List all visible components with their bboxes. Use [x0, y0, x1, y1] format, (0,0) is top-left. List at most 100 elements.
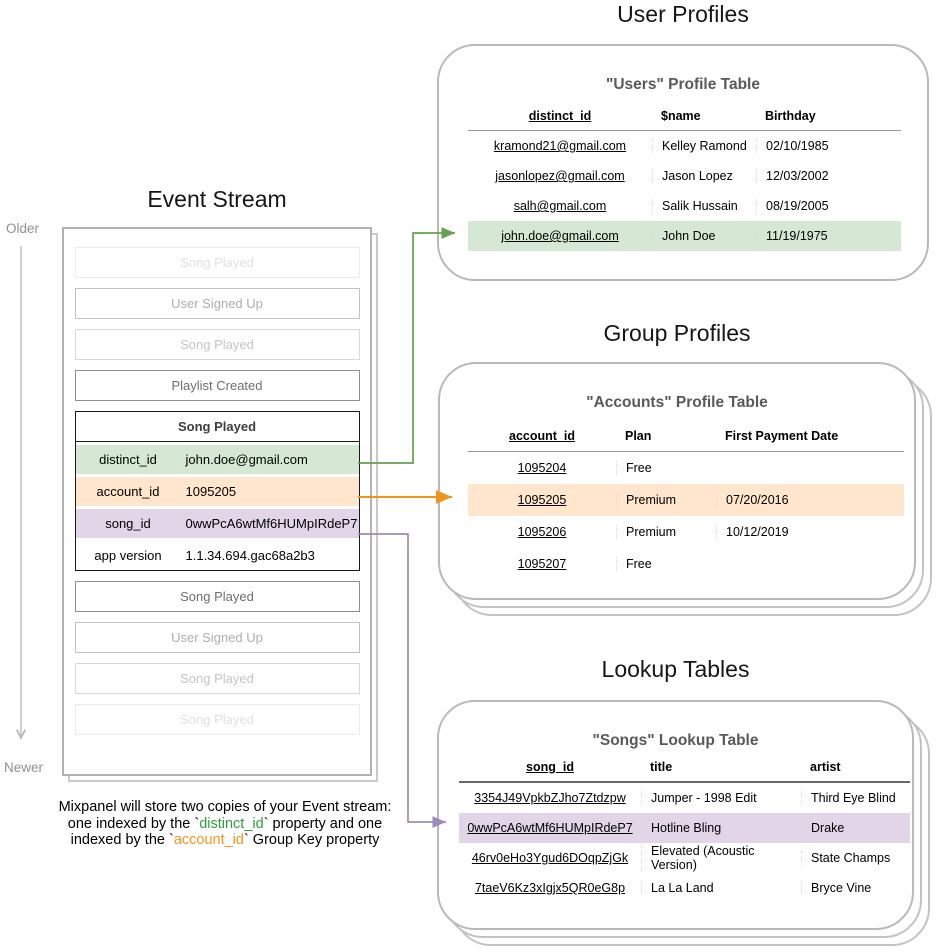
event-card: User Signed Up: [74, 622, 360, 653]
cell-artist: Bryce Vine: [801, 881, 910, 895]
property-value: 1.1.34.694.gac68a2b3: [185, 548, 315, 563]
newer-label: Newer: [4, 760, 44, 775]
users-table-title: "Users" Profile Table: [606, 76, 760, 93]
songs-table: song_id title artist 3354J49VpkbZJho7Ztd…: [459, 753, 910, 903]
property-key: distinct_id: [99, 452, 157, 467]
cell-name: John Doe: [652, 229, 756, 243]
cell-plan: Premium: [616, 525, 716, 539]
event-stream-container: Song Played User Signed Up Song Played P…: [62, 227, 372, 776]
column-header: artist: [810, 760, 841, 774]
cell-plan: Premium: [616, 493, 716, 507]
cell-name: Kelley Ramond: [652, 139, 756, 153]
table-row: kramond21@gmail.com Kelley Ramond 02/10/…: [468, 131, 901, 161]
caption-line1: Mixpanel will store two copies of your E…: [58, 799, 392, 815]
cell-name: Jason Lopez: [652, 169, 756, 183]
column-header: $name: [661, 108, 701, 123]
event-property-row-song-id: song_id 0wwPcA6wtMf6HUMpIRdeP7: [75, 506, 359, 538]
event-card-label: Song Played: [180, 255, 254, 270]
cell-title: Jumper - 1998 Edit: [641, 791, 801, 805]
lookup-tables-title: Lookup Tables: [601, 656, 750, 682]
property-value: 0wwPcA6wtMf6HUMpIRdeP7: [185, 516, 358, 531]
table-row: 1095206 Premium 10/12/2019: [468, 516, 904, 548]
older-label: Older: [6, 221, 40, 236]
cell-birthday: 08/19/2005: [756, 199, 901, 213]
cell-title: La La Land: [641, 881, 801, 895]
group-profiles-title: Group Profiles: [603, 320, 751, 346]
property-key: song_id: [105, 516, 151, 531]
cell-account-id: 1095204: [517, 461, 567, 475]
caption-text: ` property and one: [263, 815, 383, 832]
songs-panel: "Songs" Lookup Table song_id title artis…: [437, 700, 914, 930]
cell-song-id: 7taeV6Kz3xIgjx5QR0eG8p: [474, 881, 626, 895]
cell-birthday: 11/19/1975: [756, 229, 901, 243]
event-card-label: Song Played: [180, 337, 254, 352]
users-panel: "Users" Profile Table distinct_id $name …: [437, 44, 929, 281]
event-card-label: Song Played: [180, 712, 254, 727]
caption-distinct-id: distinct_id: [199, 815, 264, 832]
event-card: Song Played: [74, 329, 360, 360]
users-table: distinct_id $name Birthday kramond21@gma…: [468, 101, 901, 251]
cell-song-id: 0wwPcA6wtMf6HUMpIRdeP7: [467, 821, 633, 835]
cell-plan: Free: [616, 461, 716, 475]
event-card: Song Played: [74, 704, 360, 735]
event-detail-card: Song Played distinct_id john.doe@gmail.c…: [74, 411, 360, 571]
column-header: song_id: [526, 760, 574, 774]
cell-artist: Drake: [801, 821, 910, 835]
caption-line3: indexed by the `account_id` Group Key pr…: [71, 832, 380, 848]
column-header: account_id: [509, 428, 575, 443]
event-card-label: Song Played: [180, 671, 254, 686]
table-row: 3354J49VpkbZJho7Ztdzpw Jumper - 1998 Edi…: [459, 783, 910, 813]
cell-account-id: 1095206: [517, 525, 567, 539]
event-card: Song Played: [74, 247, 360, 278]
cell-first-payment-date: 07/20/2016: [716, 493, 904, 507]
event-property-row-account-id: account_id 1095205: [75, 474, 359, 506]
cell-distinct-id: john.doe@gmail.com: [501, 229, 619, 243]
event-card-label: User Signed Up: [171, 296, 263, 311]
event-card: Song Played: [74, 581, 360, 612]
table-row-highlighted: 1095205 Premium 07/20/2016: [468, 484, 904, 516]
column-header: Plan: [625, 428, 652, 443]
column-header: distinct_id: [528, 108, 592, 123]
table-row: jasonlopez@gmail.com Jason Lopez 12/03/2…: [468, 161, 901, 191]
cell-song-id: 46rv0eHo3Ygud6DOqpZjGk: [471, 851, 629, 865]
accounts-table: account_id Plan First Payment Date 10952…: [468, 420, 904, 580]
cell-title: Hotline Bling: [641, 821, 801, 835]
property-key: account_id: [96, 484, 160, 499]
cell-first-payment-date: 10/12/2019: [716, 525, 904, 539]
table-row: 1095207 Free: [468, 548, 904, 580]
property-value: 1095205: [185, 484, 237, 499]
event-card: User Signed Up: [74, 288, 360, 319]
column-header: title: [650, 760, 673, 774]
event-property-row-app-version: app version 1.1.34.694.gac68a2b3: [75, 538, 359, 570]
cell-distinct-id: salh@gmail.com: [513, 199, 607, 213]
caption-text: ` Group Key property: [243, 832, 380, 848]
cell-song-id: 3354J49VpkbZJho7Ztdzpw: [474, 791, 626, 805]
cell-account-id: 1095207: [517, 557, 567, 571]
caption: Mixpanel will store two copies of your E…: [30, 799, 420, 849]
cell-name: Salik Hussain: [652, 199, 756, 213]
cell-birthday: 02/10/1985: [756, 139, 901, 153]
caption-account-id: account_id: [173, 832, 244, 848]
table-row-highlighted: 0wwPcA6wtMf6HUMpIRdeP7 Hotline Bling Dra…: [459, 813, 910, 843]
table-row: salh@gmail.com Salik Hussain 08/19/2005: [468, 191, 901, 221]
caption-text: one indexed by the `: [67, 815, 200, 832]
cell-plan: Free: [616, 557, 716, 571]
event-card: Song Played: [74, 663, 360, 694]
caption-text: indexed by the `: [70, 832, 174, 848]
event-stream-title: Event Stream: [147, 186, 287, 212]
cell-birthday: 12/03/2002: [756, 169, 901, 183]
accounts-table-header: account_id Plan First Payment Date: [468, 420, 904, 452]
accounts-panel: "Accounts" Profile Table account_id Plan…: [438, 362, 916, 600]
users-table-header: distinct_id $name Birthday: [468, 101, 901, 131]
cell-artist: Third Eye Blind: [801, 791, 910, 805]
event-card-label: User Signed Up: [171, 630, 263, 645]
cell-account-id: 1095205: [517, 493, 567, 507]
cell-distinct-id: kramond21@gmail.com: [493, 139, 627, 153]
event-card-label: Song Played: [180, 589, 254, 604]
cell-title: Elevated (Acoustic Version): [641, 844, 801, 872]
table-row: 1095204 Free: [468, 452, 904, 484]
table-row: 46rv0eHo3Ygud6DOqpZjGk Elevated (Acousti…: [459, 843, 910, 873]
column-header: First Payment Date: [725, 428, 839, 443]
property-value: john.doe@gmail.com: [185, 452, 308, 467]
table-row: 7taeV6Kz3xIgjx5QR0eG8p La La Land Bryce …: [459, 873, 910, 903]
